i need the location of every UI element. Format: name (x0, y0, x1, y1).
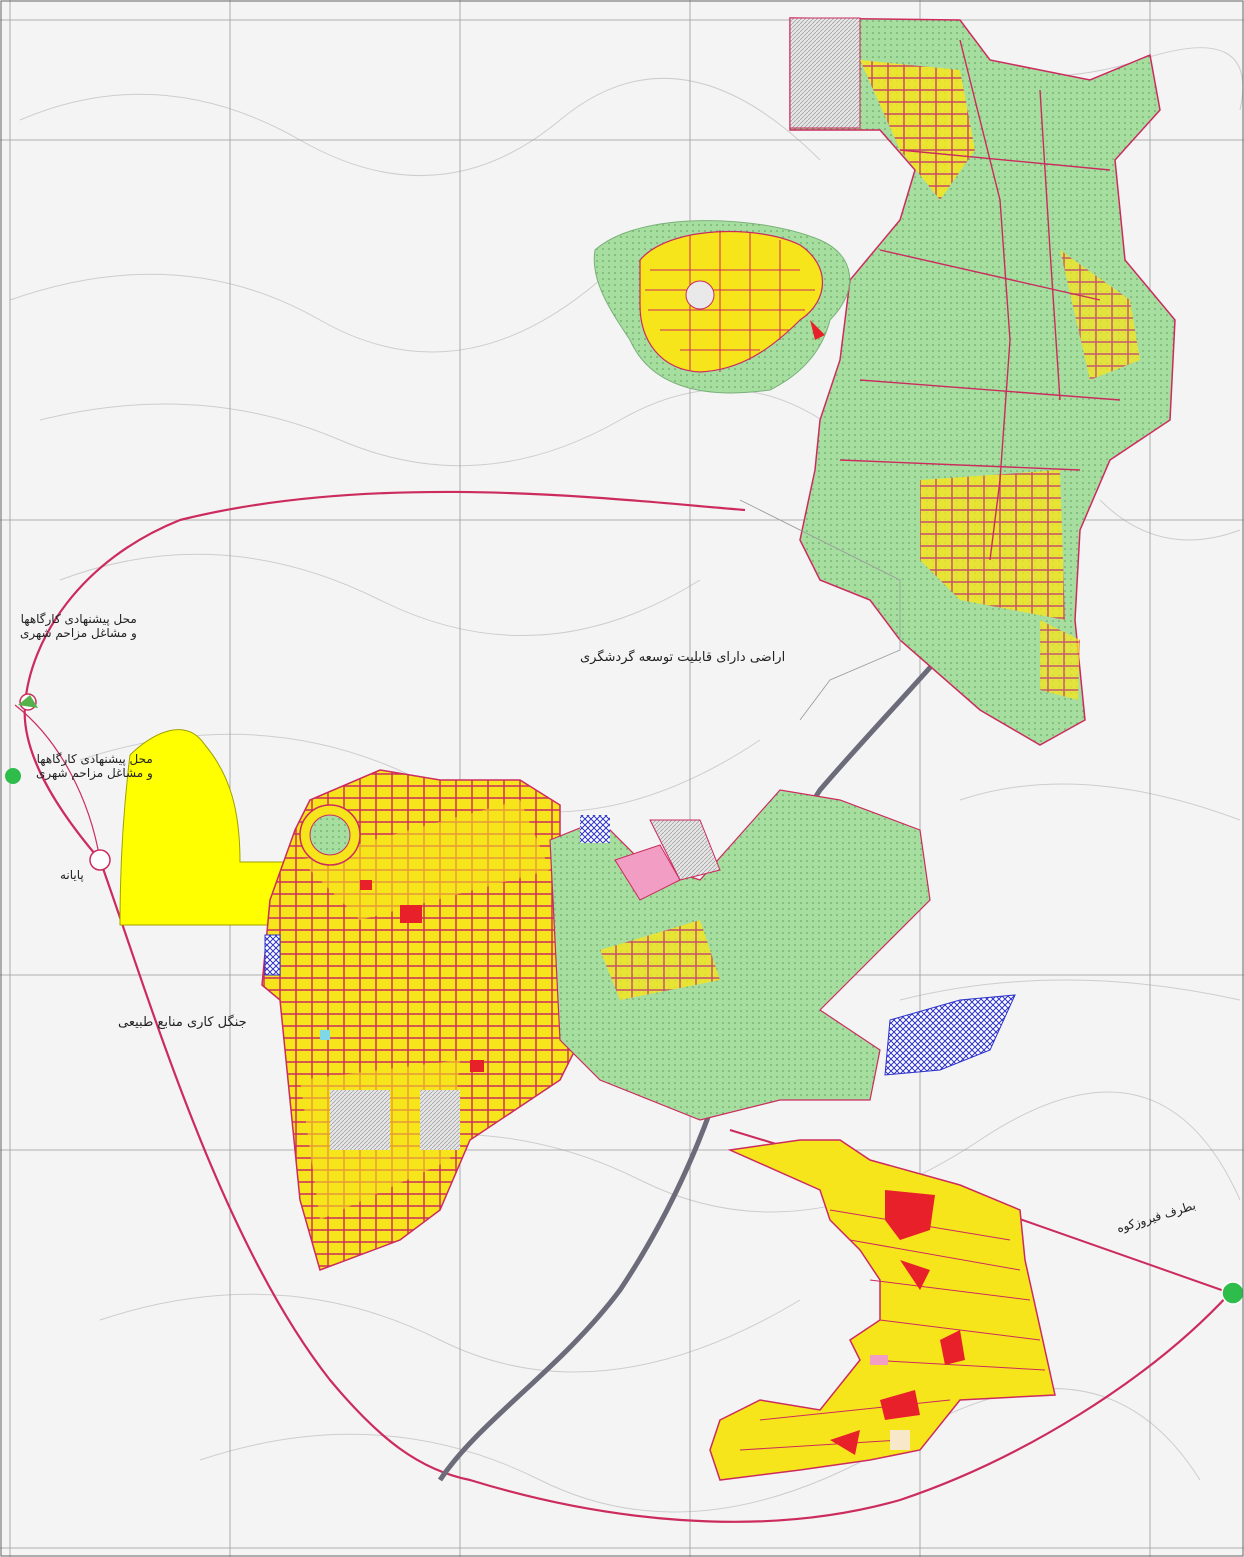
terminal-label: پایانه (60, 868, 84, 882)
industrial-site-2-line1: محل پیشنهادی کارگاهها (36, 752, 153, 766)
industrial-site-1-line2: و مشاغل مزاحم شهری (20, 626, 137, 640)
forest-label: جنگل کاری منابع طبیعی (118, 1015, 247, 1030)
ring-road (23, 490, 1231, 1523)
industrial-site-label-2: محل پیشنهادی کارگاهها و مشاغل مزاحم شهری (36, 752, 153, 780)
north-settlement (789, 17, 1176, 746)
industrial-block (119, 729, 301, 926)
tourism-label: اراضی دارای قابلیت توسعه گردشگری (580, 650, 786, 665)
industrial-site-label-1: محل پیشنهادی کارگاهها و مشاغل مزاحم شهری (20, 612, 137, 640)
blue-zone (884, 994, 1016, 1076)
main-city (261, 769, 601, 1271)
northwest-neighbourhood (593, 220, 851, 394)
southeast-city (709, 1139, 1056, 1481)
central-green (549, 789, 931, 1121)
tourism-area (739, 499, 901, 721)
industrial-site-1-line1: محل پیشنهادی کارگاهها (20, 612, 137, 626)
industrial-site-2-line2: و مشاغل مزاحم شهری (36, 766, 153, 780)
ring-road-inner (14, 704, 101, 861)
interchanges (5, 693, 1244, 1305)
